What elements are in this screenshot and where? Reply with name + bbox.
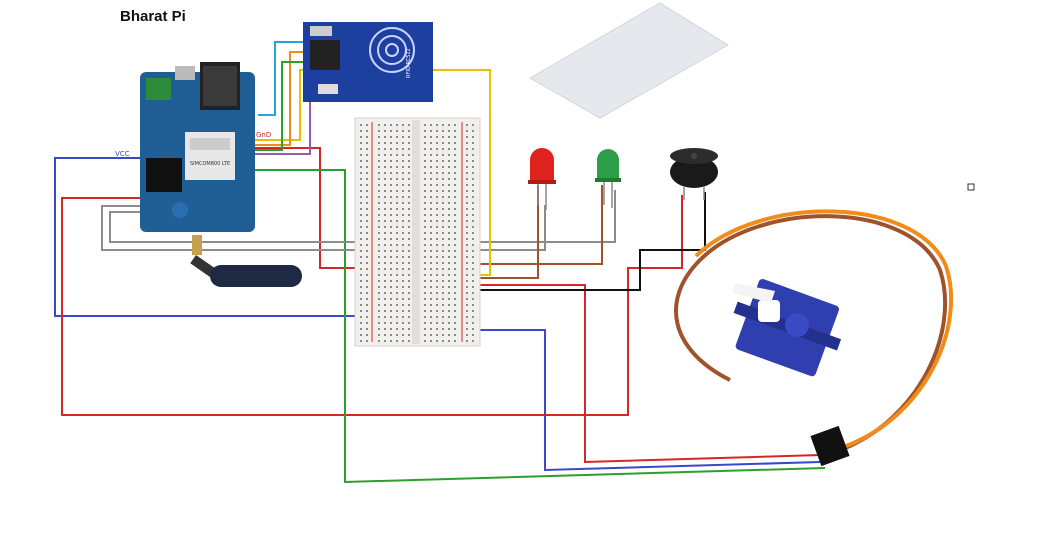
gsm-antenna	[190, 235, 302, 287]
rfid-reader: RFID-RC522	[303, 22, 433, 102]
sim-label: SIMCOM800 LTE	[190, 161, 230, 167]
wire-blue-vcc	[54, 157, 465, 317]
wire-blue-servo	[468, 329, 821, 472]
servo-connector	[810, 425, 850, 467]
wire-gray-1	[101, 205, 546, 251]
wire-brown-red-led	[470, 185, 539, 279]
breadboard-holes	[360, 124, 474, 342]
rfid-label: RFID-RC522	[406, 48, 412, 78]
wire-green-rfid	[250, 61, 305, 151]
wire-orange-rfid	[250, 51, 305, 146]
power-terminal	[146, 78, 171, 100]
usb-port	[175, 66, 195, 80]
red-led	[528, 148, 556, 210]
wire-black-buzzer	[455, 192, 706, 291]
wire-red-servo	[470, 284, 821, 464]
bharat-pi-board: SIMCOM800 LTE VCC GnD	[115, 62, 271, 232]
green-led	[595, 149, 621, 208]
wire-red-main	[61, 195, 683, 416]
wire-purple-rfid	[250, 90, 311, 155]
wire-cyan-rfid	[258, 41, 305, 116]
marker-square	[967, 183, 975, 191]
rfid-card	[528, 2, 729, 119]
servo-motor	[733, 278, 842, 377]
servo-cable	[674, 209, 954, 452]
wires	[54, 41, 826, 484]
diagram-title: Bharat Pi	[120, 8, 186, 25]
wire-brown-green-led	[470, 185, 603, 265]
buzzer	[670, 148, 718, 200]
wire-green	[250, 169, 826, 484]
sim-slot	[146, 158, 182, 192]
wire-gray-2	[109, 190, 616, 243]
gnd-label: GnD	[256, 131, 271, 139]
breadboard	[354, 117, 481, 347]
vcc-label: VCC	[115, 150, 130, 158]
